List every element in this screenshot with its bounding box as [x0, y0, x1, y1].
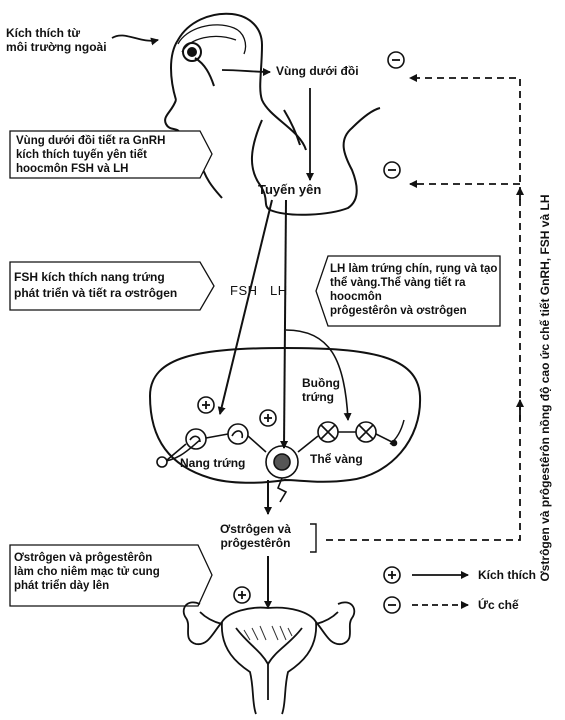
gnrh-box	[9, 130, 213, 179]
fsh-action-box	[9, 261, 215, 311]
lh-branch-arrow	[285, 329, 352, 421]
fsh-action-text: FSH kích thích nang trứng phát triển và …	[14, 270, 178, 300]
plus-icon-uterus	[233, 586, 251, 604]
hypothalamus-label: Vùng dưới đồi	[276, 64, 359, 78]
stimulus-arrow	[111, 34, 159, 46]
stimulus-label: Kích thích từ môi trường ngoài	[6, 26, 107, 54]
legend-stimulate-label: Kích thích	[478, 568, 537, 582]
lh-action-box	[315, 255, 501, 327]
feedback-dashed-line	[326, 74, 521, 541]
gnrh-box-text: Vùng dưới đồi tiết ra GnRH kích thích tu…	[16, 135, 166, 175]
uterus-action-text: Ơstrôgen và prôgestêrôn làm cho niêm mạc…	[14, 552, 160, 592]
minus-icon-pituitary	[383, 161, 401, 179]
legend-plus-icon	[383, 566, 401, 584]
legend-inhibit-label: Ức chế	[478, 598, 519, 612]
fsh-arrow	[217, 199, 273, 415]
feedback-vertical-text: Ơstrôgen và prôgestêrôn nồng độ cao ức c…	[538, 194, 552, 582]
follicle-chain	[156, 421, 398, 479]
lh-label: LH	[270, 283, 288, 298]
corpus-luteum-label: Thể vàng	[310, 452, 363, 466]
minus-icon-hypothalamus	[387, 51, 405, 69]
ovary-label: Buồng trứng	[302, 376, 340, 404]
pituitary-label: Tuyến yên	[258, 182, 322, 197]
brain-icon	[177, 24, 247, 55]
follicle-label: Nang trứng	[180, 456, 246, 470]
endometrium-hatch	[243, 625, 293, 641]
uterus-action-box	[9, 544, 213, 607]
hormone-bracket	[310, 523, 317, 553]
lh-action-text: LH làm trứng chín, rụng và tạo thể vàng.…	[330, 263, 498, 317]
ovary-shape	[148, 346, 422, 484]
legend-minus-icon	[383, 596, 401, 614]
ovulation-squiggle	[276, 477, 288, 503]
fsh-label: FSH	[230, 283, 258, 298]
plus-icon-follicle	[197, 396, 215, 414]
hypothalamus-arrow	[221, 67, 271, 76]
plus-icon-ovary	[259, 409, 277, 427]
hormones-label: Ơstrôgen và prôgestêrôn	[220, 522, 291, 550]
pituitary-shape	[250, 107, 381, 216]
lh-arrow	[280, 199, 289, 449]
uterus-icon	[182, 601, 356, 715]
